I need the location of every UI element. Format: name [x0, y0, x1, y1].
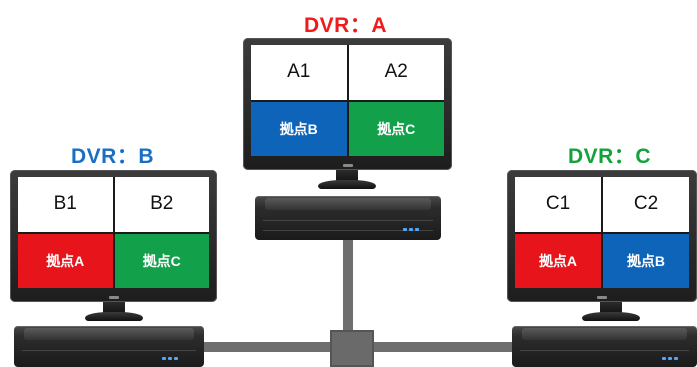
- dvr-b-stand-foot: [85, 312, 143, 321]
- monitor-screen: B1 B2 拠点A 拠点C: [18, 177, 209, 288]
- dvr-b-stand-neck: [103, 302, 125, 314]
- network-line-left: [200, 342, 340, 352]
- site-a-cell: 拠点A: [515, 233, 601, 288]
- dvr-c-stand-neck: [600, 302, 622, 314]
- site-b-cell: 拠点B: [603, 233, 689, 288]
- recorder-led: [674, 357, 678, 360]
- camera-a2-cell: A2: [348, 45, 444, 100]
- network-hub: [330, 330, 374, 367]
- recorder-led: [174, 357, 178, 360]
- dvr-c-monitor: C1 C2 拠点A 拠点B: [507, 170, 697, 302]
- camera-a1-cell: A1: [251, 45, 347, 100]
- dvr-a-title: DVR：A: [304, 14, 388, 37]
- dvr-a-stand-foot: [318, 180, 376, 189]
- camera-b2-cell: B2: [114, 177, 209, 232]
- recorder-led: [668, 357, 672, 360]
- dvr-a-stand-neck: [336, 170, 358, 182]
- monitor-screen: C1 C2 拠点A 拠点B: [515, 177, 689, 288]
- monitor-logo: [597, 296, 607, 299]
- dvr-a-monitor: A1 A2 拠点B 拠点C: [243, 38, 452, 170]
- dvr-b-title: DVR：B: [71, 145, 155, 168]
- camera-c1-cell: C1: [515, 177, 601, 232]
- network-line-right: [372, 342, 522, 352]
- site-a-cell: 拠点A: [18, 233, 113, 288]
- recorder-led: [162, 357, 166, 360]
- recorder-led: [415, 228, 419, 231]
- site-c-cell: 拠点C: [348, 101, 444, 156]
- dvr-c-stand-foot: [582, 312, 640, 321]
- monitor-screen: A1 A2 拠点B 拠点C: [251, 45, 444, 156]
- dvr-a-recorder: [255, 196, 441, 240]
- monitor-logo: [108, 296, 119, 299]
- camera-b1-cell: B1: [18, 177, 113, 232]
- site-c-cell: 拠点C: [114, 233, 209, 288]
- dvr-c-recorder: [512, 326, 697, 367]
- monitor-logo: [342, 164, 353, 167]
- recorder-led: [409, 228, 413, 231]
- recorder-led: [403, 228, 407, 231]
- dvr-b-monitor: B1 B2 拠点A 拠点C: [10, 170, 217, 302]
- dvr-b-recorder: [14, 326, 204, 367]
- camera-c2-cell: C2: [603, 177, 689, 232]
- recorder-led: [168, 357, 172, 360]
- site-b-cell: 拠点B: [251, 101, 347, 156]
- recorder-led: [662, 357, 666, 360]
- dvr-c-title: DVR：C: [568, 145, 652, 168]
- network-line-vertical: [343, 240, 353, 340]
